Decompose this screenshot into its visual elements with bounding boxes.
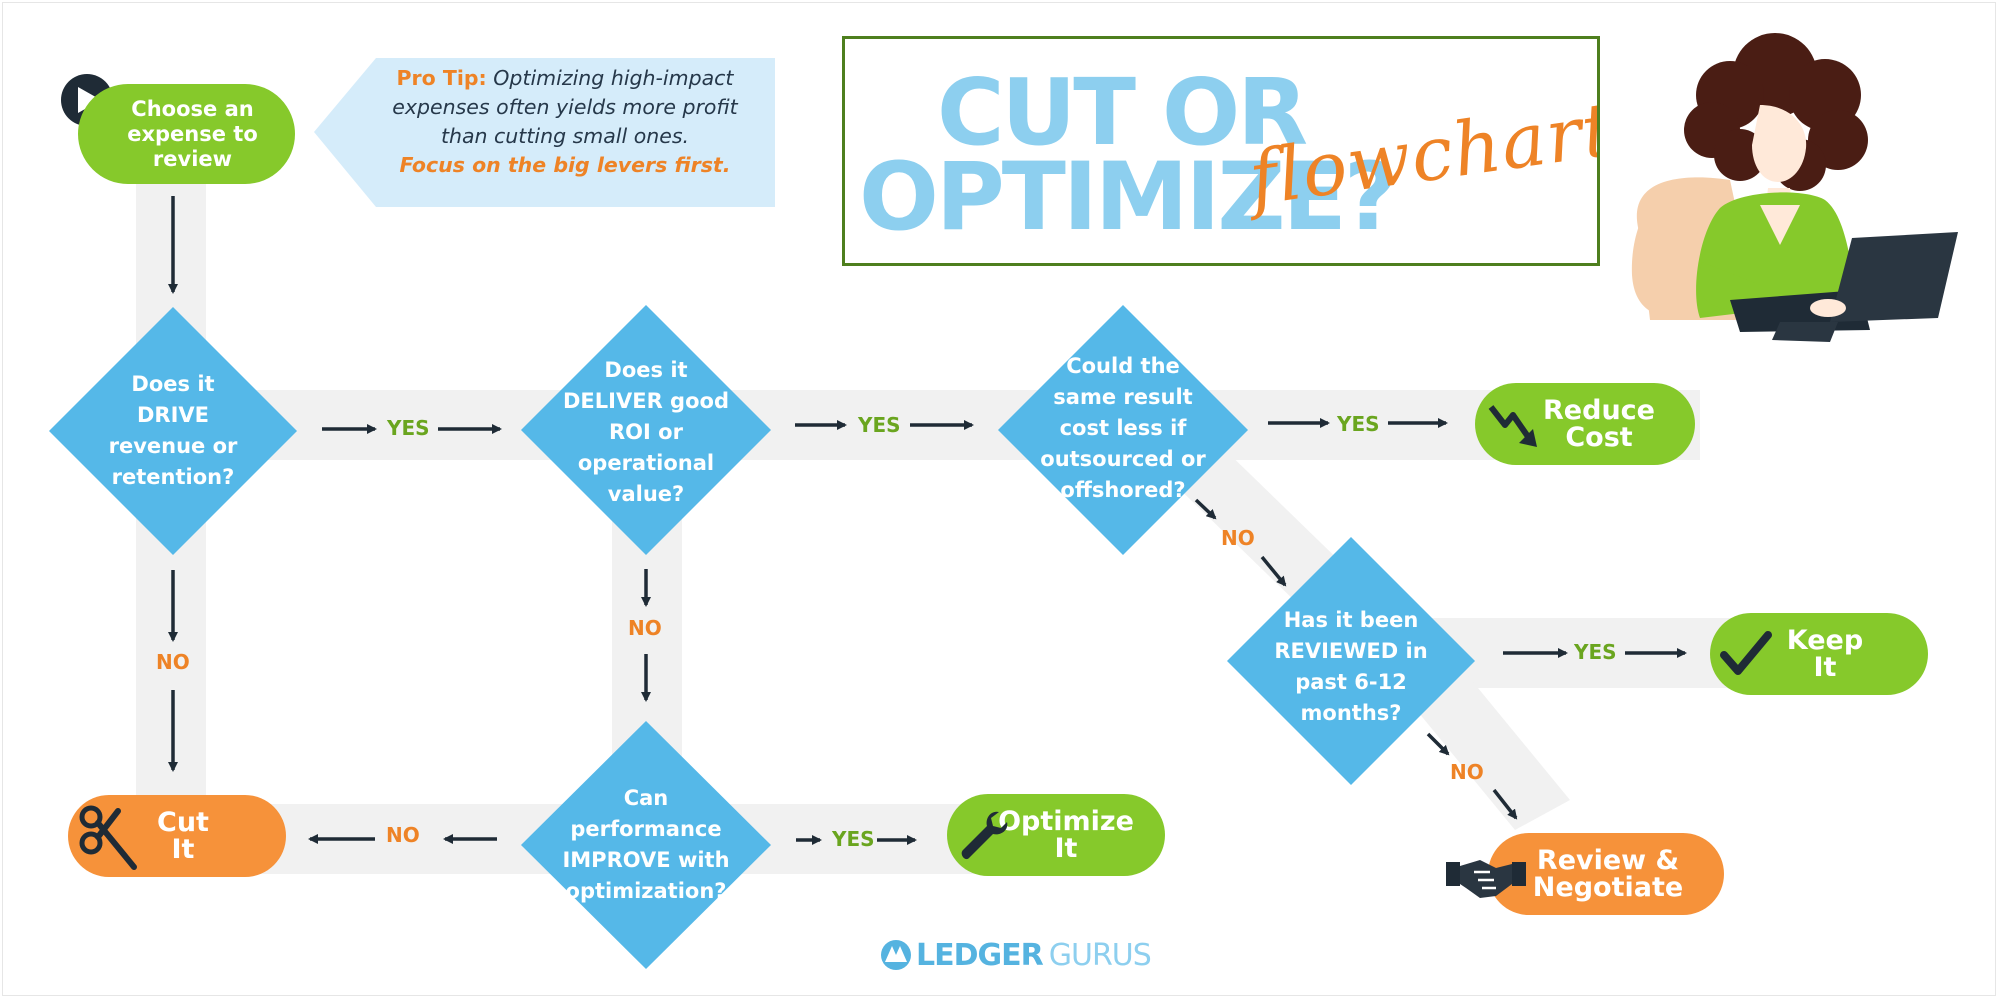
- start-line2: expense to: [127, 121, 258, 146]
- scissors-icon: [79, 805, 137, 870]
- pro-tip-line3: than cutting small ones.: [440, 124, 690, 148]
- label-no: NO: [156, 650, 190, 674]
- q3-line: offshored?: [1060, 477, 1186, 502]
- brand-part1: LEDGER: [916, 938, 1044, 973]
- arrows: [168, 196, 1687, 845]
- label-yes: YES: [1574, 640, 1617, 664]
- q4-line: past 6-12: [1295, 670, 1407, 694]
- decision-diamond-roi: [521, 305, 771, 555]
- title-box: CUT OR OPTIMIZE? flowchart: [842, 36, 1600, 266]
- outcome-optimize-it: Optimize It: [947, 794, 1165, 876]
- q4-line: REVIEWED in: [1274, 639, 1428, 663]
- label-no: NO: [1221, 526, 1255, 550]
- q3-line: same result: [1053, 384, 1193, 409]
- trend-down-icon: [1488, 405, 1537, 447]
- label-no: NO: [386, 823, 420, 847]
- checkmark-icon: [1720, 631, 1772, 675]
- optimize-line2: It: [1054, 833, 1078, 864]
- q4-line: months?: [1300, 701, 1402, 725]
- pro-tip-focus: Focus on the big levers first.: [399, 153, 731, 177]
- q2-line: operational: [577, 450, 715, 475]
- reduce-line1: Reduce: [1543, 395, 1655, 426]
- brand-part2: GURUS: [1048, 938, 1152, 973]
- q3-line: cost less if: [1059, 415, 1187, 440]
- start-node: Choose an expense to review: [78, 84, 295, 184]
- q2-line: DELIVER good: [563, 388, 729, 413]
- label-no: NO: [628, 616, 662, 640]
- question-reviewed: Has it been REVIEWED in past 6-12 months…: [1256, 592, 1446, 742]
- q5-line: IMPROVE with: [562, 848, 730, 872]
- start-line3: review: [152, 146, 233, 171]
- optimize-line1: Optimize: [998, 806, 1134, 837]
- q2-line: Does it: [604, 357, 688, 382]
- reduce-line2: Cost: [1565, 422, 1633, 453]
- review-line1: Review &: [1536, 845, 1680, 876]
- q3-line: outsourced or: [1040, 446, 1206, 471]
- outcome-review-negotiate: Review & Negotiate: [1488, 833, 1724, 915]
- decision-diamond-outsource: [998, 305, 1248, 555]
- label-yes: YES: [387, 416, 430, 440]
- outcome-reduce-cost: Reduce Cost: [1475, 383, 1695, 465]
- pro-tip-line2: expenses often yields more profit: [392, 95, 738, 119]
- woman-laptop-illustration: [1631, 33, 1958, 342]
- wrench-icon: [961, 811, 1008, 860]
- question-outsource: Could the same result cost less if outso…: [1023, 348, 1223, 508]
- label-no: NO: [1450, 760, 1484, 784]
- handshake-icon: [1446, 860, 1526, 898]
- q3-line: Could the: [1066, 353, 1180, 378]
- outcome-keep-it: Keep It: [1710, 613, 1928, 695]
- cut-line1: Cut: [157, 807, 209, 838]
- q5-line: optimization?: [565, 879, 727, 903]
- question-revenue: Does it DRIVE revenue or retention?: [78, 351, 268, 511]
- label-yes: YES: [858, 413, 901, 437]
- q1-line: revenue or: [108, 434, 238, 458]
- q1-line: Does it: [131, 372, 215, 396]
- label-yes: YES: [1337, 412, 1380, 436]
- keep-line1: Keep: [1786, 625, 1864, 656]
- decision-diamonds: [49, 305, 1475, 969]
- q5-line: Can: [623, 786, 669, 810]
- q5-line: performance: [570, 817, 722, 841]
- outcome-cut-it: Cut It: [68, 795, 286, 877]
- label-yes: YES: [832, 827, 875, 851]
- pro-tip-lead: Pro Tip:: [396, 66, 487, 90]
- q2-line: value?: [607, 481, 685, 506]
- q4-line: Has it been: [1283, 608, 1419, 632]
- question-roi: Does it DELIVER good ROI or operational …: [546, 352, 746, 512]
- cut-line2: It: [171, 834, 195, 865]
- title-line1: CUT OR: [937, 59, 1308, 166]
- tip-bubble: [314, 58, 775, 207]
- review-line2: Negotiate: [1532, 872, 1684, 903]
- ledgergurus-logo-icon: [881, 940, 911, 970]
- pro-tip-line1: Optimizing high-impact: [493, 66, 734, 90]
- start-line1: Choose an: [131, 96, 254, 121]
- decision-diamond-reviewed: [1227, 537, 1475, 785]
- q1-line: retention?: [111, 465, 235, 489]
- decision-diamond-revenue: [49, 307, 297, 555]
- q2-line: ROI or: [609, 419, 683, 444]
- title-line2: OPTIMIZE?: [859, 143, 1398, 252]
- keep-line2: It: [1813, 652, 1837, 683]
- pro-tip: Pro Tip: Optimizing high-impact expenses…: [385, 64, 745, 180]
- connector-tracks: [136, 170, 1740, 874]
- decision-diamond-improve: [521, 721, 771, 969]
- q1-line: DRIVE: [136, 403, 209, 427]
- question-improve: Can performance IMPROVE with optimizatio…: [551, 770, 741, 920]
